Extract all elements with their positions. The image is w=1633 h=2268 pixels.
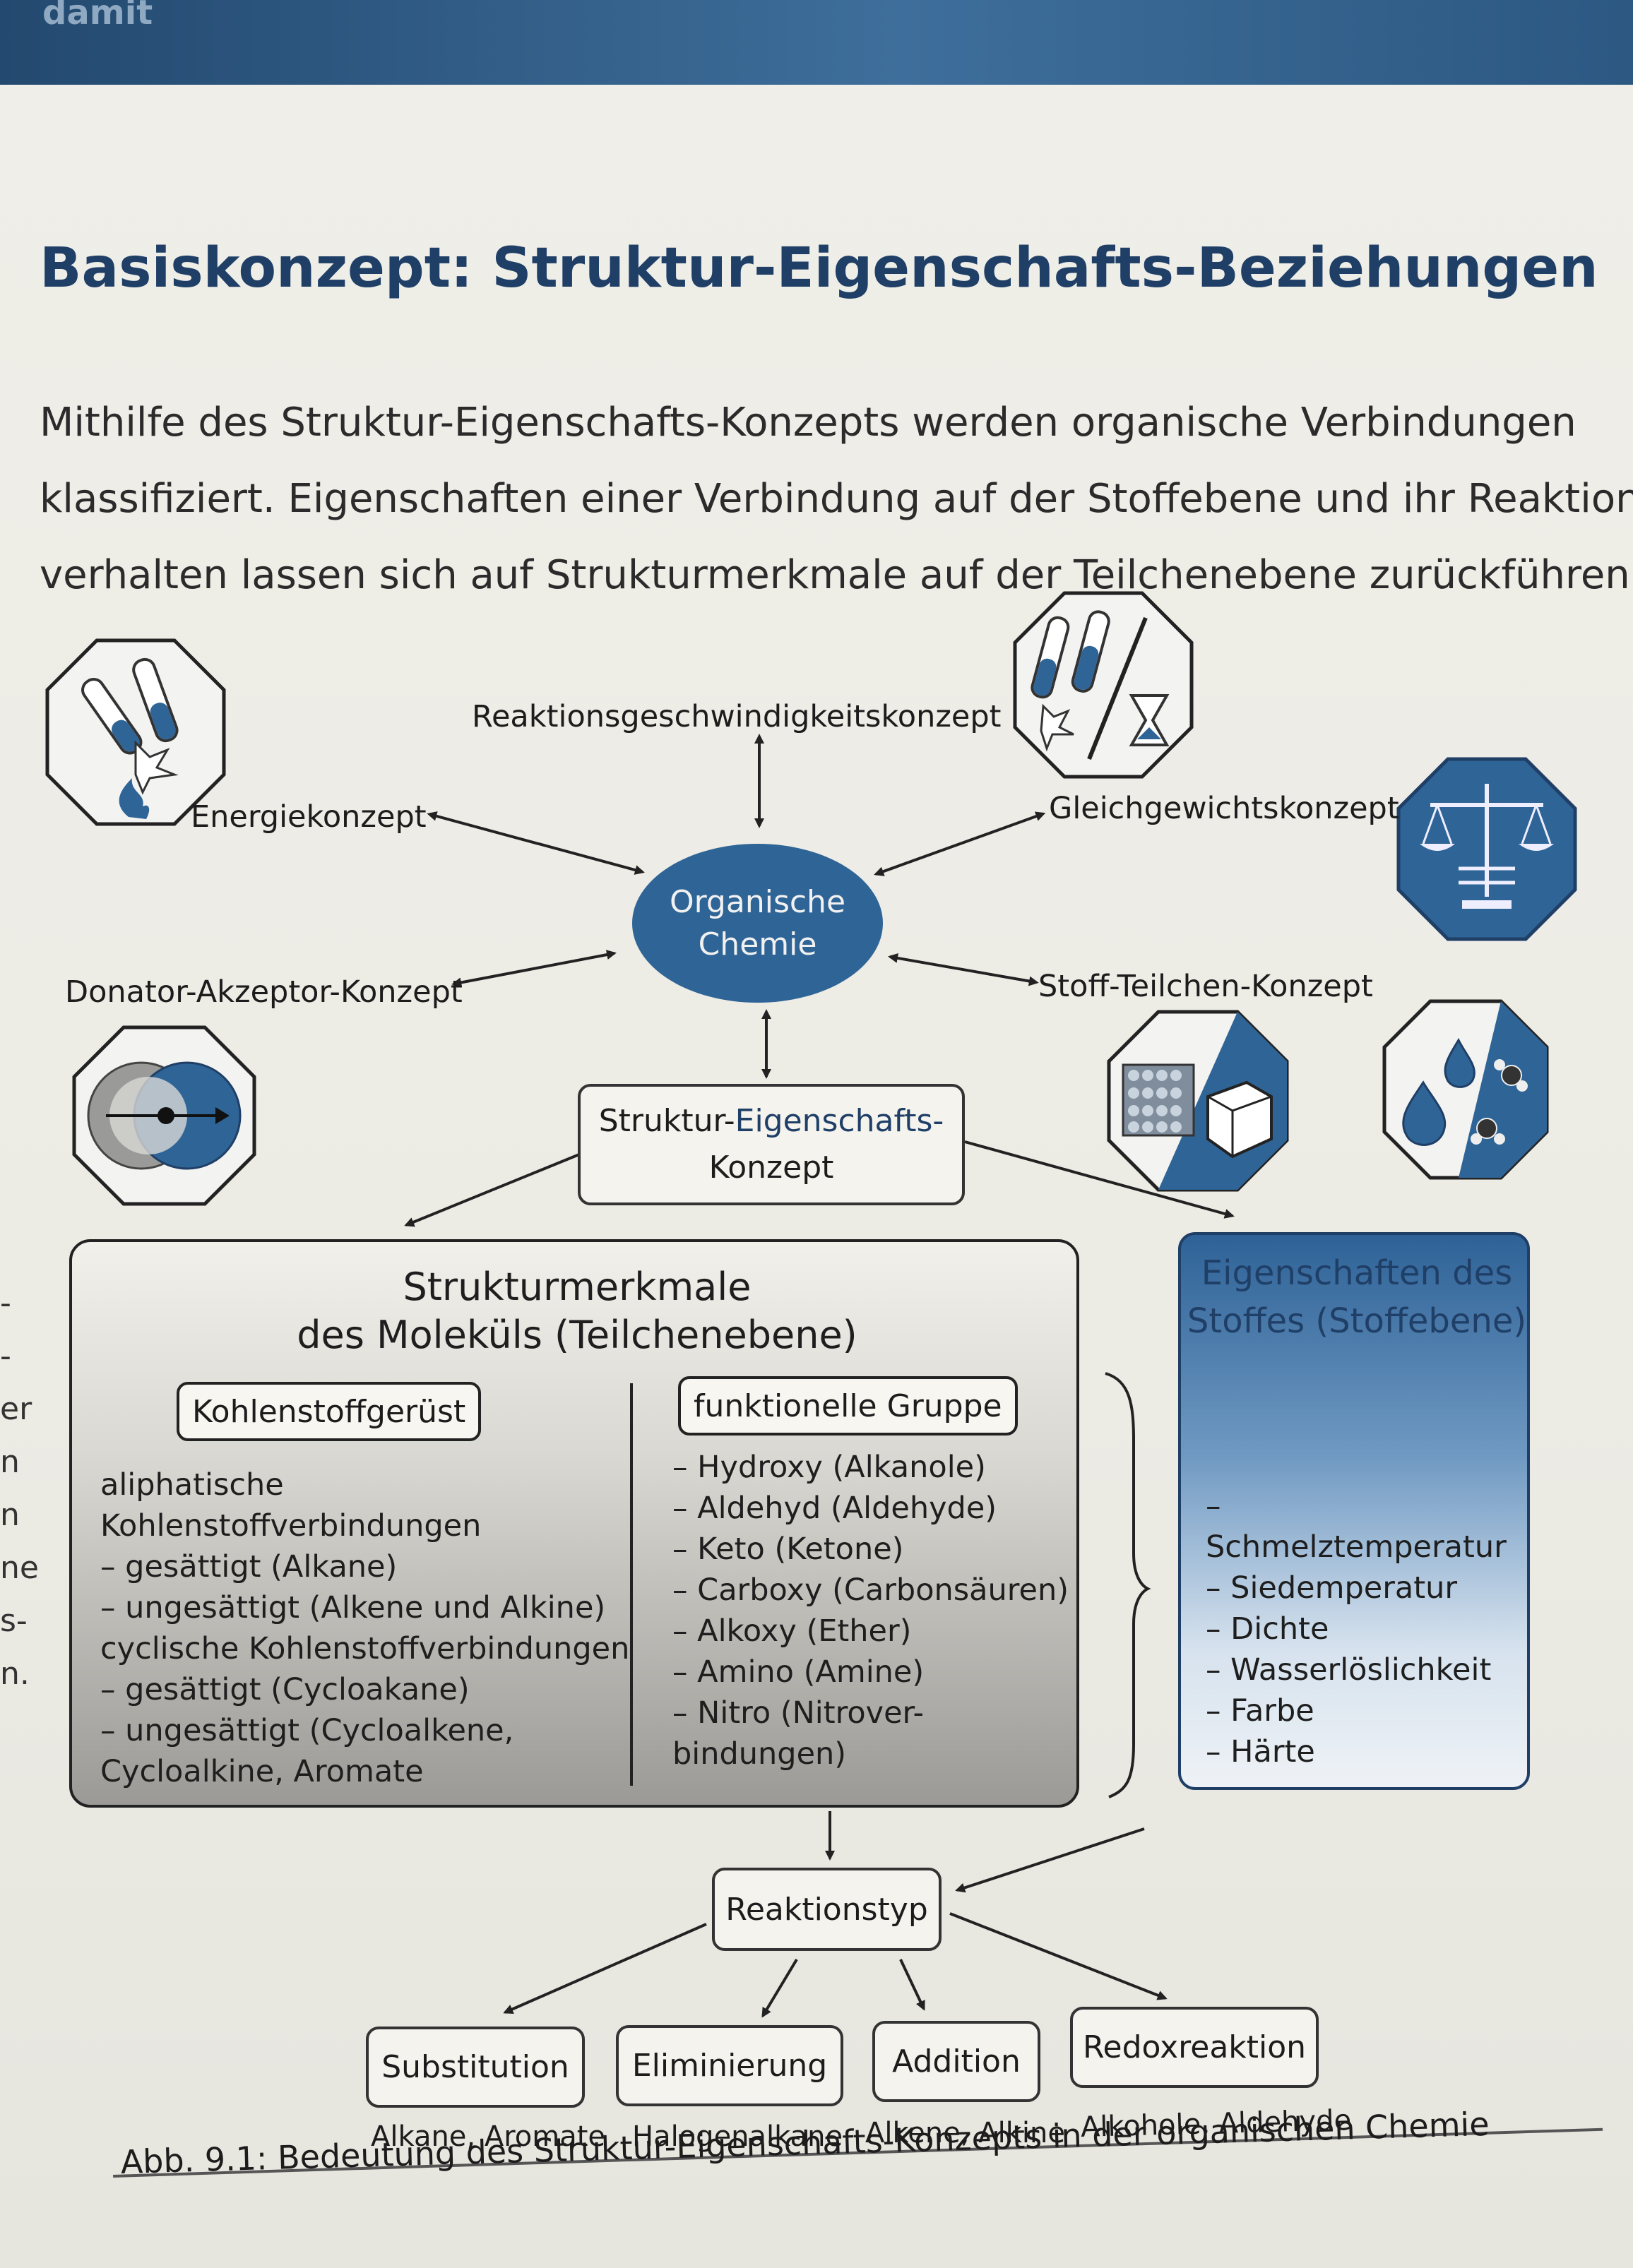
- arrow-rt-eliminierung: [761, 1958, 798, 2018]
- list-item: bindungen): [672, 1736, 847, 1772]
- arrow-rt-substitution: [503, 1923, 707, 2014]
- sk-line1: Struktur-Eigenschafts-: [599, 1098, 944, 1145]
- top-banner: damit: [0, 0, 1633, 85]
- crystal-cube-icon: [1107, 1010, 1289, 1192]
- eliminierung-box: Eliminierung: [616, 2025, 843, 2106]
- eigenschaften-panel: Eigenschaften des Stoffes (Stoffebene) –…: [1178, 1232, 1530, 1790]
- margin-fragment: n.: [0, 1656, 30, 1692]
- margin-fragment: er: [0, 1391, 32, 1427]
- sk-line2: Konzept: [708, 1150, 834, 1186]
- label-gleichgewicht: Gleichgewichtskonzept: [1049, 791, 1399, 826]
- list-item: – Carboxy (Carbonsäuren): [672, 1572, 1069, 1608]
- intro-paragraph: Mithilfe des Struktur-Eigenschafts-Konze…: [40, 385, 1633, 614]
- page-title: Basiskonzept: Struktur-Eigenschafts-Bezi…: [40, 237, 1598, 300]
- list-item: – Schmelztemperatur: [1206, 1488, 1507, 1565]
- kohlenstoffgeruest-list: aliphatische Kohlenstoffverbindungen – g…: [100, 1464, 629, 1792]
- list-item: Kohlenstoffverbindungen: [100, 1508, 482, 1544]
- list-item: – Siedemperatur: [1206, 1570, 1458, 1606]
- sk-part: Struktur-: [598, 1103, 735, 1139]
- substitution-example: Alkane, Aromate: [371, 2120, 606, 2153]
- list-item: – Aldehyd (Aldehyde): [672, 1491, 997, 1526]
- margin-fragment: n: [0, 1444, 20, 1480]
- list-item: – Keto (Ketone): [672, 1532, 904, 1567]
- arrow-gleichgewicht: [874, 811, 1046, 876]
- kohlenstoffgeruest-box: Kohlenstoffgerüst: [177, 1382, 482, 1441]
- droplets-molecules-icon: [1382, 999, 1549, 1180]
- intro-line: klassifiziert. Eigenschaften einer Verbi…: [40, 476, 1633, 522]
- arrow-stoff-teilchen: [888, 953, 1039, 986]
- label-stoff-teilchen: Stoff-Teilchen-Konzept: [1038, 969, 1373, 1004]
- center-line: Organische: [669, 883, 846, 920]
- intro-line: Mithilfe des Struktur-Eigenschafts-Konze…: [40, 400, 1576, 446]
- balance-scale-icon: [1396, 757, 1577, 941]
- list-item: aliphatische: [100, 1467, 284, 1503]
- center-line: Chemie: [698, 926, 817, 962]
- strukturmerkmale-title: Strukturmerkmale des Moleküls (Teilchene…: [297, 1265, 857, 1357]
- list-item: – Amino (Amine): [672, 1654, 925, 1690]
- test-tubes-flame-icon: [45, 638, 226, 826]
- label-reaktionsgeschwindigkeit: Reaktionsgeschwindigkeitskonzept: [472, 699, 1002, 734]
- margin-fragment: s-: [0, 1603, 28, 1639]
- eigenschaften-title: Eigenschaften des Stoffes (Stoffebene): [1187, 1253, 1527, 1341]
- list-item: – gesättigt (Cycloakane): [100, 1672, 470, 1707]
- list-item: cyclische Kohlenstoffverbindungen: [100, 1631, 630, 1666]
- panel-divider: [630, 1383, 633, 1786]
- list-item: – Hydroxy (Alkanole): [672, 1450, 986, 1485]
- reaktionstyp-box: Reaktionstyp: [712, 1868, 942, 1951]
- list-item: – gesättigt (Alkane): [100, 1549, 398, 1584]
- list-item: – Alkoxy (Ether): [672, 1613, 912, 1649]
- addition-example: Alkene, Alkine: [865, 2117, 1065, 2149]
- addition-box: Addition: [872, 2021, 1040, 2102]
- arrow-sk-struktur: [404, 1153, 580, 1227]
- test-tubes-hourglass-icon: [1013, 591, 1194, 779]
- substitution-box: Substitution: [366, 2027, 585, 2108]
- label-energiekonzept: Energiekonzept: [191, 799, 427, 835]
- arrow-donator: [451, 950, 617, 988]
- arrow-rt-addition: [899, 1959, 925, 2011]
- eliminierung-example: Halogenalkane: [632, 2120, 843, 2153]
- list-item: – Härte: [1206, 1734, 1315, 1769]
- funktionelle-gruppe-box: funktionelle Gruppe: [678, 1376, 1018, 1436]
- top-banner-text: damit: [42, 0, 153, 32]
- list-item: – Wasserlöslichkeit: [1206, 1652, 1492, 1688]
- list-item: Cycloalkine, Aromate: [100, 1754, 424, 1789]
- sk-highlight: Eigenschafts-: [735, 1103, 944, 1139]
- list-item: – ungesättigt (Alkene und Alkine): [100, 1590, 606, 1625]
- eigenschaften-list: – Schmelztemperatur – Siedemperatur – Di…: [1206, 1486, 1527, 1772]
- arrow-sk-eigenschaften: [964, 1140, 1235, 1219]
- funktionelle-gruppe-list: – Hydroxy (Alkanole) – Aldehyd (Aldehyde…: [672, 1447, 1069, 1774]
- margin-fragment: -: [0, 1338, 11, 1374]
- intro-line: verhalten lassen sich auf Strukturmerkma…: [40, 552, 1633, 598]
- donor-acceptor-icon: [72, 1025, 256, 1206]
- arrow-energie: [427, 811, 645, 875]
- strukturmerkmale-panel: Strukturmerkmale des Moleküls (Teilchene…: [69, 1239, 1079, 1808]
- struktur-eigenschafts-konzept-box: Struktur-Eigenschafts- Konzept: [578, 1084, 965, 1205]
- list-item: – Nitro (Nitrover-: [672, 1695, 924, 1731]
- brace: [1105, 1372, 1151, 1798]
- margin-fragment: ne: [0, 1550, 39, 1586]
- list-item: – ungesättigt (Cycloalkene,: [100, 1713, 514, 1748]
- margin-fragment: n: [0, 1497, 20, 1533]
- list-item: – Dichte: [1206, 1611, 1329, 1647]
- label-donator-akzeptor: Donator-Akzeptor-Konzept: [65, 974, 463, 1010]
- arrow-eigenschaften-rt: [955, 1827, 1145, 1893]
- redoxreaktion-box: Redoxreaktion: [1070, 2007, 1319, 2088]
- arrow-rt-redox: [949, 1912, 1168, 2000]
- list-item: – Farbe: [1206, 1693, 1314, 1729]
- center-organische-chemie: Organische Chemie: [632, 844, 883, 1003]
- margin-fragment: -: [0, 1285, 11, 1321]
